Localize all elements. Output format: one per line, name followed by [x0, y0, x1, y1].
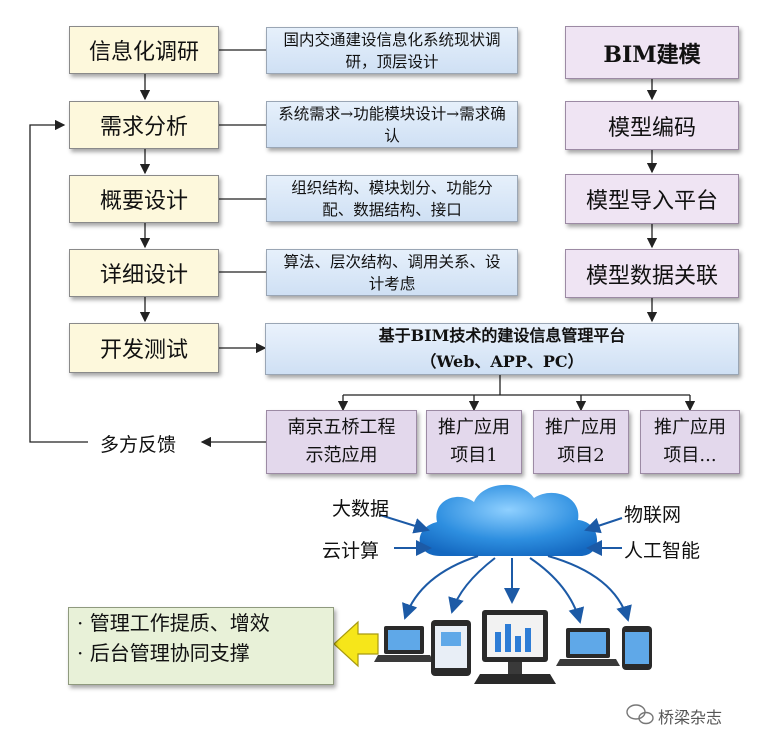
bim-data-association: 模型数据关联: [565, 249, 739, 298]
laptop-icon: [556, 628, 620, 666]
detail-text: 组织结构、模块划分、功能分配、数据结构、接口: [291, 178, 493, 219]
step-label: 信息化调研: [88, 40, 199, 65]
watermark-text: 桥梁杂志: [658, 708, 723, 727]
label-big-data: 大数据: [332, 498, 390, 520]
benefit-item: · 管理工作提质、增效: [77, 611, 270, 635]
desktop-monitor-icon: [474, 610, 556, 684]
detail-connectors: [219, 49, 266, 273]
step-outline-design: 概要设计: [69, 175, 219, 223]
bim-modeling: BIM建模: [565, 26, 739, 79]
wechat-icon: [626, 704, 654, 725]
detail-text: 算法、层次结构、调用关系、设计考虑: [283, 252, 501, 293]
app-project-more: 推广应用 项目...: [640, 410, 740, 474]
cloud-device-arrows: [402, 555, 632, 624]
app-line1: 推广应用: [438, 417, 510, 438]
detail-detailed: 算法、层次结构、调用关系、设计考虑: [266, 249, 518, 296]
app-line2: 项目...: [663, 445, 717, 466]
app-line2: 示范应用: [305, 445, 378, 466]
label-ai: 人工智能: [624, 540, 701, 562]
app-line1: 推广应用: [545, 417, 617, 438]
step-label: 开发测试: [99, 338, 188, 363]
tablet-icon: [431, 620, 471, 676]
benefits-box: · 管理工作提质、增效 · 后台管理协同支撑: [68, 607, 334, 685]
detail-text: 国内交通建设信息化系统现状调研，顶层设计: [283, 30, 501, 71]
big-yellow-arrow: [333, 620, 379, 668]
label-cloud-computing: 云计算: [322, 540, 380, 562]
bim-label: 模型导入平台: [585, 189, 718, 214]
app-line2: 项目2: [557, 445, 605, 466]
cloud-input-arrows: [379, 514, 623, 556]
step-label: 概要设计: [99, 189, 188, 214]
laptop-small-icon: [374, 626, 434, 662]
cloud-shape: [419, 484, 598, 556]
step-label: 详细设计: [99, 263, 188, 288]
bim-label: 模型编码: [607, 115, 696, 141]
platform-subtitle: （Web、APP、PC）: [420, 352, 584, 371]
smartphone-icon: [622, 626, 652, 670]
detail-requirement: 系统需求→功能模块设计→需求确认: [266, 101, 518, 148]
benefit-item: · 后台管理协同支撑: [77, 641, 250, 665]
app-project-2: 推广应用 项目2: [533, 410, 629, 474]
label-iot: 物联网: [624, 504, 682, 526]
detail-survey: 国内交通建设信息化系统现状调研，顶层设计: [266, 27, 518, 74]
app-project-1: 推广应用 项目1: [426, 410, 522, 474]
bim-model-import: 模型导入平台: [565, 174, 739, 224]
step-label: 需求分析: [99, 115, 188, 140]
detail-text: 系统需求→功能模块设计→需求确认: [278, 104, 506, 145]
app-line1: 南京五桥工程: [287, 417, 396, 438]
app-nanjing-bridge: 南京五桥工程 示范应用: [266, 410, 417, 474]
bim-platform: 基于BIM技术的建设信息管理平台 （Web、APP、PC）: [265, 323, 739, 375]
bim-model-coding: 模型编码: [565, 101, 739, 150]
step-info-survey: 信息化调研: [69, 26, 219, 74]
detail-outline: 组织结构、模块划分、功能分配、数据结构、接口: [266, 175, 518, 222]
bim-label: 模型数据关联: [585, 263, 718, 289]
feedback-loop-arrow: [29, 119, 88, 443]
platform-branch-arrows: [337, 375, 696, 412]
app-line2: 项目1: [450, 445, 498, 466]
app-line1: 推广应用: [654, 417, 726, 438]
platform-title: 基于BIM技术的建设信息管理平台: [378, 326, 626, 345]
feedback-label: 多方反馈: [100, 434, 177, 456]
step-dev-testing: 开发测试: [69, 323, 219, 373]
bim-label: BIM建模: [603, 41, 701, 68]
step-detailed-design: 详细设计: [69, 249, 219, 297]
step-requirement-analysis: 需求分析: [69, 101, 219, 149]
